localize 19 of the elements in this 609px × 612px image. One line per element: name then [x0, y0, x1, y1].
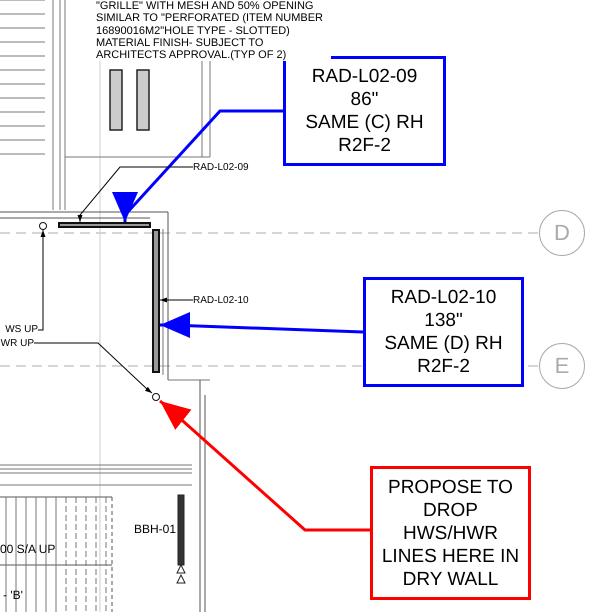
radiator-symbol	[58, 222, 151, 228]
callout-arrow	[159, 400, 370, 532]
plan-label: - 'B'	[3, 589, 24, 601]
callout-box: PROPOSE TO DROP HWS/HWR LINES HERE IN DRY WALL	[370, 466, 531, 600]
grid-bubble: D	[539, 210, 585, 256]
pipe-riser-symbol	[152, 393, 160, 401]
leader-line	[160, 298, 194, 302]
leader-line	[34, 342, 152, 394]
leader-line	[78, 166, 194, 222]
radiator-symbol	[152, 229, 160, 373]
plan-label: BBH-01	[134, 523, 178, 535]
pipe-riser-symbol	[39, 222, 47, 230]
callout-arrow	[160, 312, 364, 338]
note-text: "GRILLE" WITH MESH AND 50% OPENING SIMILAR TO "PERFORATED (ITEM NUMBER 16890016M2"HOLE TYPE - SLOTTED) MATERIAL FINISH- SUBJECT TO ARCHITECTS APPROVAL.(TYP OF 2)	[96, 0, 331, 62]
grid-bubble: E	[539, 343, 585, 389]
leader-line	[38, 230, 46, 330]
callout-arrow	[112, 110, 283, 222]
callout-box: RAD-L02-10 138" SAME (D) RH R2F-2	[363, 277, 524, 387]
plan-label: 00 S/A UP	[0, 543, 56, 555]
